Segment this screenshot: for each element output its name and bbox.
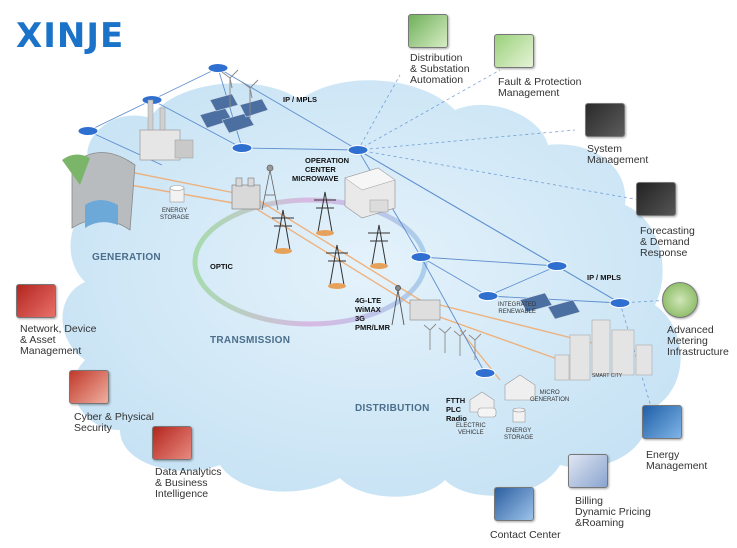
- network-node: [231, 143, 253, 153]
- network-label-microwave: MICROWAVE: [292, 174, 339, 183]
- electric-vehicle-icon: [477, 407, 497, 418]
- network-node: [77, 126, 99, 136]
- region-label-distribution: DISTRIBUTION: [355, 403, 430, 414]
- region-label-transmission: TRANSMISSION: [210, 335, 291, 346]
- transmission-tower-icon: [272, 209, 294, 254]
- app-label-data-analytics: Data Analytics & Business Intelligence: [155, 466, 222, 500]
- energy-management-icon[interactable]: [642, 405, 682, 439]
- wind-turbine-icon: [221, 69, 259, 118]
- renewable-solar-icon: [519, 292, 581, 320]
- transmission-tower-icon: [368, 224, 390, 269]
- network-node: [207, 63, 229, 73]
- communication-links: [87, 67, 621, 374]
- fault-protection-icon[interactable]: [494, 34, 534, 68]
- network-node: [477, 291, 499, 301]
- app-label-advanced-metering: Advanced Metering Infrastructure: [667, 324, 729, 358]
- distribution-wind-turbines: [423, 323, 482, 360]
- network-node: [546, 261, 568, 271]
- network-label-operation-center: OPERATION CENTER: [305, 156, 350, 174]
- app-label-contact-center: Contact Center: [490, 529, 561, 541]
- contact-center-icon[interactable]: [494, 487, 534, 521]
- cyber-security-icon[interactable]: [69, 370, 109, 404]
- optic-ring: [192, 197, 428, 327]
- network-label-ftth: FTTH PLC Radio: [446, 396, 467, 423]
- distribution-substation-icon[interactable]: [408, 14, 448, 48]
- asset-label-micro-generation: MICRO GENERATION: [530, 390, 570, 403]
- substation-icon: [231, 177, 261, 210]
- app-label-network-device: Network, Device & Asset Management: [20, 323, 97, 357]
- network-node: [609, 298, 631, 308]
- forecasting-icon[interactable]: [636, 182, 676, 216]
- distribution-substation-icon: [409, 299, 441, 321]
- wireless-tower-icon: [391, 285, 405, 326]
- network-label-ip-mpls: IP / MPLS: [283, 95, 318, 104]
- app-label-forecasting: Forecasting & Demand Response: [640, 225, 695, 259]
- operation-center-building: [344, 167, 396, 219]
- asset-label-energy-storage: ENERGY STORAGE: [160, 208, 190, 221]
- app-label-cyber-security: Cyber & Physical Security: [74, 411, 154, 434]
- asset-label-integrated-renewable: INTEGRATED RENEWABLE: [498, 302, 537, 315]
- smart-city-icon: [554, 319, 653, 381]
- distribution-storage-icon: [512, 407, 526, 423]
- region-label-generation: GENERATION: [92, 252, 161, 263]
- network-node: [474, 368, 496, 378]
- network-device-icon[interactable]: [16, 284, 56, 318]
- app-label-energy-management: Energy Management: [646, 449, 708, 472]
- energy-storage-icon: [169, 185, 185, 203]
- asset-label-smart-city: SMART CITY: [592, 373, 623, 379]
- network-label-wireless: 4G-LTE WiMAX 3G PMR/LMR: [355, 296, 390, 332]
- transmission-tower-icon: [314, 191, 336, 236]
- transmission-tower-icon: [326, 244, 348, 289]
- billing-icon[interactable]: [568, 454, 608, 488]
- hydro-dam-icon: [62, 152, 136, 231]
- microwave-tower-icon: [261, 164, 279, 211]
- asset-label-energy-storage-distribution: ENERGY STORAGE: [504, 428, 534, 441]
- smart-meter-icon[interactable]: [662, 282, 698, 318]
- app-label-distribution-automation: Distribution & Substation Automation: [410, 52, 470, 86]
- app-label-system-management: System Management: [587, 143, 649, 166]
- system-management-icon[interactable]: [585, 103, 625, 137]
- network-label-ip-mpls-distribution: IP / MPLS: [587, 273, 622, 282]
- app-label-fault-protection: Fault & Protection Management: [498, 76, 582, 99]
- transmission-towers: [272, 191, 390, 289]
- network-node: [347, 145, 369, 155]
- asset-label-electric-vehicle: ELECTRIC VEHICLE: [456, 423, 486, 436]
- power-plant-icon: [139, 99, 194, 161]
- data-analytics-icon[interactable]: [152, 426, 192, 460]
- network-label-optic: OPTIC: [210, 262, 233, 271]
- micro-generation-icon: [469, 374, 536, 413]
- network-nodes: [77, 63, 631, 378]
- brand-logo: XINJE: [16, 16, 125, 56]
- app-label-billing: Billing Dynamic Pricing &Roaming: [575, 495, 651, 529]
- solar-farm-icon: [199, 93, 269, 134]
- network-node: [410, 252, 432, 262]
